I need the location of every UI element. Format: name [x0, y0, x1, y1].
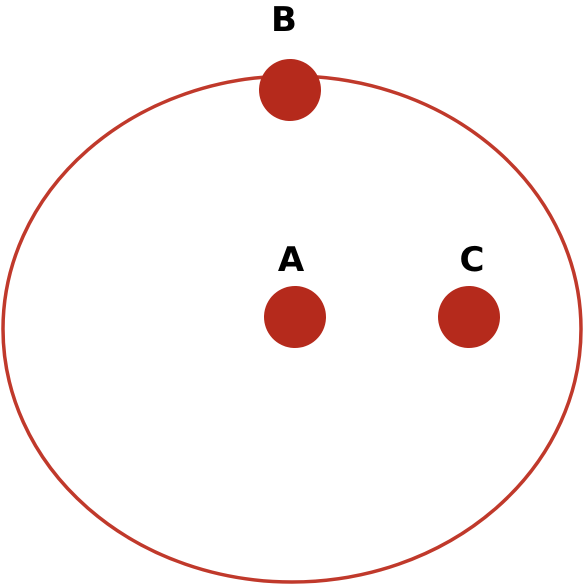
- point-a-label: A: [278, 240, 305, 280]
- point-a-dot: [264, 286, 326, 348]
- point-b-label: B: [271, 0, 297, 40]
- point-b-dot: [259, 59, 321, 121]
- point-c-dot: [438, 286, 500, 348]
- point-c-label: C: [460, 240, 485, 280]
